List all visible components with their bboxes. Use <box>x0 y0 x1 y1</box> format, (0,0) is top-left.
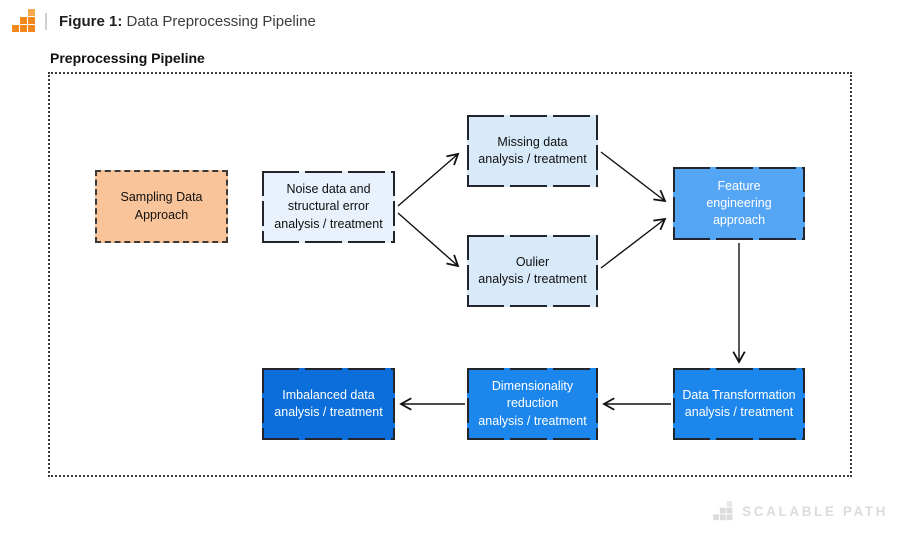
figure-label: Figure 1: <box>59 13 123 30</box>
scalable-path-watermark: SCALABLE PATH <box>713 501 888 521</box>
node-data-transformation: Data Transformation analysis / treatment <box>673 368 805 440</box>
node-label-line: structural error <box>287 199 370 214</box>
node-dimensionality-reduction: Dimensionality reduction analysis / trea… <box>467 368 598 440</box>
node-label-line: analysis / treatment <box>478 152 587 166</box>
watermark-text: SCALABLE PATH <box>742 503 888 519</box>
node-label-line: analysis / treatment <box>684 405 794 419</box>
node-label-line: Noise data and <box>286 182 371 197</box>
node-label-line: approach <box>712 213 766 228</box>
node-feature-engineering: Feature engineering approach <box>673 167 805 240</box>
node-label-line: Oulier <box>515 254 550 269</box>
pipeline-frame <box>48 72 852 477</box>
node-label-line: analysis / treatment <box>478 413 587 428</box>
figure-title: Data Preprocessing Pipeline <box>122 13 316 30</box>
node-label-line: Data Transformation <box>682 387 796 402</box>
node-label-line: analysis / treatment <box>274 405 383 419</box>
node-imbalanced-data: Imbalanced data analysis / treatment <box>262 368 395 440</box>
node-label-line: Feature <box>717 178 761 193</box>
header-divider <box>45 13 47 30</box>
node-oulier: Oulier analysis / treatment <box>467 235 598 307</box>
node-label-line: analysis / treatment <box>274 216 383 231</box>
node-label-line: Approach <box>134 207 189 222</box>
node-label-line: analysis / treatment <box>478 272 587 286</box>
node-label-line: Imbalanced data <box>282 387 375 402</box>
node-noise-data: Noise data and structural error analysis… <box>262 171 395 243</box>
node-label-line: Missing data <box>497 134 568 149</box>
node-label-line: reduction <box>506 396 559 411</box>
node-missing-data: Missing data analysis / treatment <box>467 115 598 187</box>
node-label-line: Sampling Data <box>120 190 203 205</box>
node-label-line: Dimensionality <box>491 379 574 394</box>
scalable-path-watermark-icon <box>713 501 733 521</box>
scalable-path-logo-icon <box>12 9 35 32</box>
figure-caption: Figure 1: Data Preprocessing Pipeline <box>59 13 316 30</box>
node-label-line: engineering <box>706 195 772 210</box>
pipeline-title: Preprocessing Pipeline <box>50 50 205 66</box>
node-sampling-data-approach: Sampling Data Approach <box>95 170 228 243</box>
